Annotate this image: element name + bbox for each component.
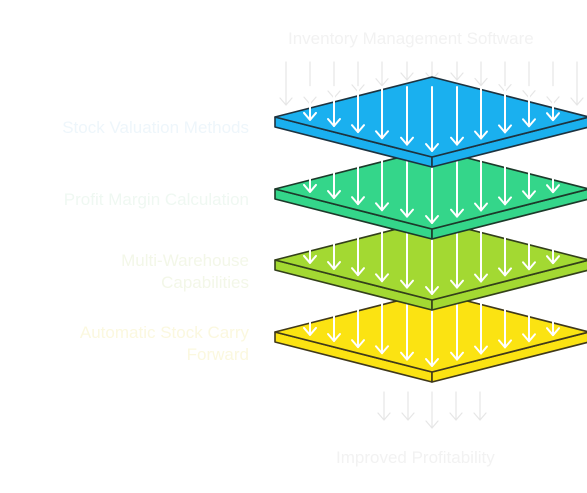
- flow-arrow: [400, 158, 414, 218]
- layer-label-profit-margin: Profit Margin Calculation: [63, 190, 249, 209]
- layer-label-multi-warehouse: Multi-Warehouse Capabilities: [121, 251, 249, 292]
- input-title: Inventory Management Software: [288, 29, 534, 48]
- layer-label-stock-valuation: Stock Valuation Methods: [62, 118, 249, 137]
- input-arrow: [474, 61, 488, 87]
- flow-arrow: [425, 86, 439, 152]
- flow-arrow: [303, 86, 317, 121]
- flow-arrow: [375, 301, 389, 355]
- flow-arrow: [425, 158, 439, 224]
- output-arrow: [401, 391, 415, 421]
- flow-arrow: [303, 301, 317, 336]
- flow-arrow: [425, 301, 439, 367]
- flow-arrow: [400, 86, 414, 146]
- flow-arrow: [522, 229, 536, 271]
- layer-arrows: [303, 86, 560, 152]
- flow-arrow: [498, 301, 512, 349]
- flow-arrow: [522, 86, 536, 128]
- flow-arrow: [351, 158, 365, 206]
- flow-arrow: [546, 158, 560, 194]
- flow-arrow: [327, 158, 341, 200]
- flow-arrow: [425, 229, 439, 295]
- flow-arrow: [474, 86, 488, 140]
- flow-arrow: [450, 301, 464, 361]
- input-arrow: [570, 61, 584, 106]
- flow-arrow: [450, 229, 464, 289]
- output-arrow: [473, 391, 487, 421]
- input-arrow: [279, 61, 293, 106]
- flow-arrow: [498, 86, 512, 134]
- flow-arrow: [327, 86, 341, 128]
- output-arrows: [377, 391, 487, 429]
- flow-arrow: [450, 158, 464, 218]
- input-arrow: [450, 61, 464, 81]
- flow-arrow: [522, 301, 536, 343]
- flow-arrow: [351, 229, 365, 277]
- flow-arrow: [351, 86, 365, 134]
- flow-arrow: [546, 229, 560, 265]
- flow-arrow: [303, 158, 317, 193]
- flow-arrow: [327, 229, 341, 271]
- flow-arrow: [400, 301, 414, 361]
- layer-label-stock-carry-forward: Automatic Stock Carry Forward: [79, 323, 249, 364]
- layer-arrows: [303, 158, 560, 224]
- flow-arrow: [375, 86, 389, 140]
- layer-1: [274, 76, 587, 168]
- layer-3: [274, 219, 587, 311]
- flow-arrow: [474, 301, 488, 355]
- flow-arrow: [303, 229, 317, 264]
- layer-2: [274, 148, 587, 240]
- flow-arrow: [351, 301, 365, 349]
- flow-arrow: [522, 158, 536, 200]
- flow-arrow: [498, 229, 512, 277]
- layer-arrows: [303, 301, 560, 367]
- flow-arrow: [474, 229, 488, 283]
- flow-arrow: [327, 301, 341, 343]
- output-arrow: [377, 391, 391, 421]
- output-title: Improved Profitability: [336, 448, 495, 467]
- output-arrow: [425, 391, 439, 429]
- flow-arrow: [546, 301, 560, 337]
- input-arrow: [400, 61, 414, 81]
- flow-arrow: [546, 86, 560, 122]
- layer-4: [274, 291, 587, 383]
- flow-arrow: [450, 86, 464, 146]
- layer-arrows: [303, 229, 560, 295]
- input-arrow: [375, 61, 389, 87]
- flow-arrow: [474, 158, 488, 212]
- flow-arrow: [400, 229, 414, 289]
- flow-arrow: [498, 158, 512, 206]
- flow-arrow: [375, 158, 389, 212]
- output-arrow: [449, 391, 463, 421]
- flow-arrow: [375, 229, 389, 283]
